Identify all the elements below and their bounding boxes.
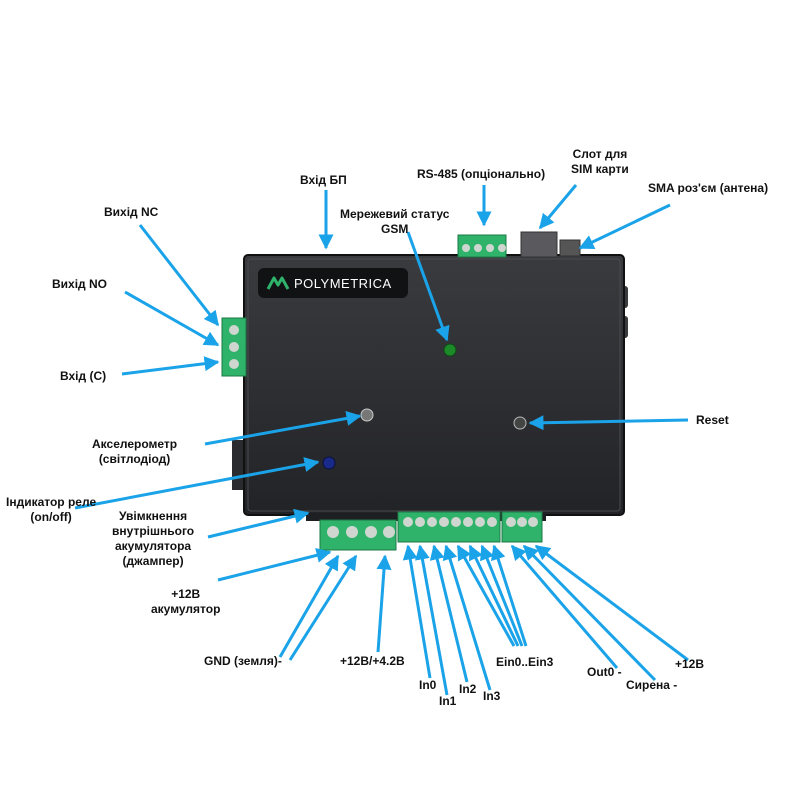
- label-reset: Reset: [696, 413, 729, 427]
- label-out0: Out0 -: [587, 665, 622, 679]
- label-in2: In2: [459, 682, 477, 696]
- outputs-terminal[interactable]: [501, 511, 543, 543]
- label-plus12: +12В: [675, 657, 705, 671]
- label-in0: In0: [419, 678, 437, 692]
- label-relay-indicator: Індикатор реле(on/off): [6, 495, 97, 524]
- sma-connector: [559, 239, 581, 257]
- inputs-terminal[interactable]: [397, 511, 501, 543]
- brand-logo: POLYMETRICA: [258, 268, 408, 298]
- label-out-nc: Вихід NC: [104, 205, 159, 219]
- label-in3: In3: [483, 689, 501, 703]
- brand-name: POLYMETRICA: [294, 276, 392, 291]
- gsm-status-led: [443, 343, 457, 357]
- label-plus12-4v2: +12В/+4.2В: [340, 654, 405, 668]
- label-rs485: RS-485 (опціонально): [417, 167, 546, 181]
- accelerometer-led: [360, 408, 374, 422]
- battery-terminal[interactable]: [319, 519, 397, 551]
- reset-button[interactable]: [513, 416, 527, 430]
- label-siren: Сирена -: [626, 678, 678, 692]
- relay-terminal[interactable]: [221, 317, 247, 377]
- label-in-c: Вхід (C): [60, 369, 107, 383]
- relay-indicator-led: [322, 456, 336, 470]
- rs485-terminal[interactable]: [457, 234, 507, 258]
- label-gnd: GND (земля)-: [204, 654, 282, 668]
- sim-slot[interactable]: [520, 231, 558, 258]
- label-sma: SMA роз'єм (антена): [648, 181, 769, 195]
- label-ein: Ein0..Ein3: [496, 655, 554, 669]
- label-in1: In1: [439, 694, 457, 708]
- label-power-in: Вхід БП: [300, 173, 347, 187]
- callout-arrows: [74, 184, 689, 696]
- label-accelerometer: Акселерометр(світлодіод): [92, 437, 178, 466]
- label-out-no: Вихід NO: [52, 277, 108, 291]
